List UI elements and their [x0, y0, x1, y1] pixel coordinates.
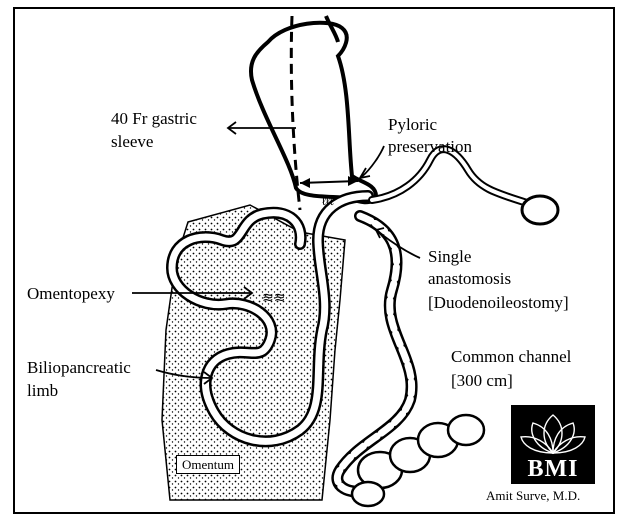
label-biliopancreatic-line1: Biliopancreatic: [27, 357, 131, 378]
label-omentopexy: Omentopexy: [27, 283, 115, 304]
label-common-channel-line1: Common channel: [451, 346, 571, 367]
label-gastric-sleeve-line1: 40 Fr gastric: [111, 108, 197, 129]
bmi-logo: BMI: [511, 405, 595, 484]
colon-segment: [352, 415, 484, 506]
bmi-logo-text: BMI: [511, 456, 595, 482]
label-anastomosis-line3: [Duodenoileostomy]: [428, 292, 569, 313]
label-pyloric-line1: Pyloric: [388, 114, 437, 135]
label-omentum: Omentum: [176, 455, 240, 474]
gastric-sleeve: [251, 23, 376, 203]
author-credit: Amit Surve, M.D.: [486, 488, 580, 504]
anastomosis-staples: ℓℓℓ: [322, 194, 334, 208]
label-biliopancreatic-line2: limb: [27, 380, 58, 401]
omentopexy-sutures: ≋≋: [262, 289, 285, 305]
label-pyloric-line2: preservation: [388, 136, 472, 157]
label-anastomosis-line1: Single: [428, 246, 471, 267]
label-common-channel-line2: [300 cm]: [451, 370, 513, 391]
label-gastric-sleeve-line2: sleeve: [111, 131, 153, 152]
label-anastomosis-line2: anastomosis: [428, 268, 511, 289]
appendix-bulb: [522, 196, 558, 224]
